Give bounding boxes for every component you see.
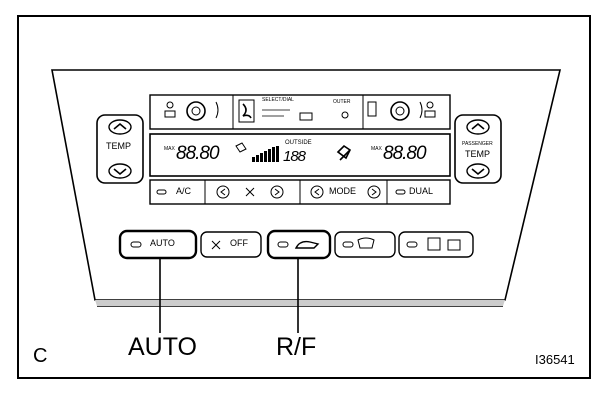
outside-label: OUTSIDE [285,140,312,146]
top-indicator-right-label: OUTER [333,99,351,105]
lcd-display [149,133,451,177]
auto-callout: AUTO [128,333,197,361]
top-indicator-left-label: SELECT/DIAL [262,97,294,103]
left-temp-label: TEMP [106,141,132,151]
dual-indicator-icon [395,189,406,195]
left-temp-control [96,114,144,184]
temp-down-icon [108,163,132,179]
temp-down-icon [466,163,490,179]
figure-letter: C [33,345,48,367]
right-temp-control [454,114,502,184]
left-temp-value: 88.80 [176,143,220,164]
outer-border [17,15,591,379]
seat-heater-right-icon [367,101,436,121]
mirror-heater-icon [447,239,461,251]
mode-right-icon [367,185,381,199]
rear-defrost-button[interactable] [398,231,474,258]
car-recirc-icon [294,240,320,249]
left-max-label: MAX [164,146,175,152]
bottom-control-row [149,179,451,205]
temp-up-icon [466,119,490,135]
off-button[interactable] [200,231,262,258]
ac-label: A/C [176,186,192,196]
defrost-icon [357,237,375,249]
auto-button-label: AUTO [150,238,175,248]
dual-label: DUAL [409,186,434,196]
outside-temp-value: 188 [283,148,306,165]
fan-speed-bars [252,146,279,162]
fan-down-icon [216,185,230,199]
top-indicator-strip [149,94,451,130]
fan-up-icon [270,185,284,199]
right-temp-sublabel: PASSENGER [462,141,493,147]
mode-left-icon [310,185,324,199]
right-temp-label: TEMP [465,149,491,159]
right-temp-value: 88.80 [383,143,427,164]
recirc-fresh-button[interactable] [266,229,332,260]
figure-id: I36541 [535,352,575,367]
temp-up-icon [108,119,132,135]
rear-defrost-icon [427,237,441,251]
fan-icon [235,142,247,153]
right-max-label: MAX [371,146,382,152]
rf-callout: R/F [276,333,317,361]
ac-indicator-icon [156,189,167,195]
auto-button[interactable] [118,229,198,260]
center-mode-indicators [238,99,349,123]
mode-label: MODE [329,186,356,196]
seat-heater-left-icon [164,101,219,121]
fan-icon [245,187,255,197]
off-button-label: OFF [230,238,248,248]
front-defrost-button[interactable] [334,231,396,258]
fan-icon [211,240,221,250]
